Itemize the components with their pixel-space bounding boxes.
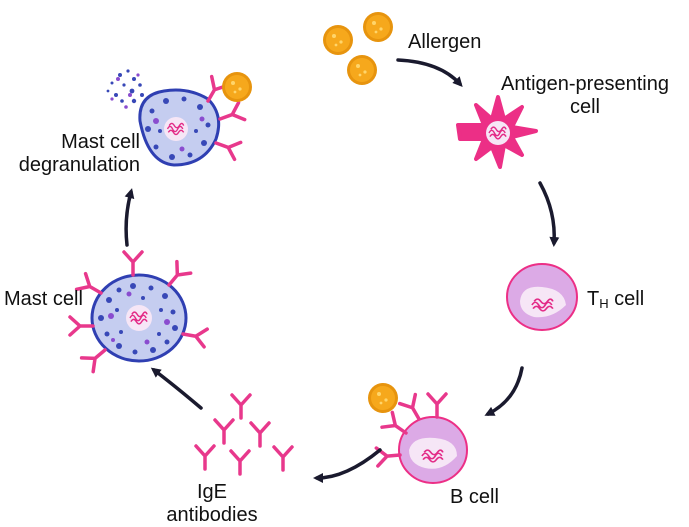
allergen-group: [323, 12, 393, 85]
apc-label: Antigen-presenting cell: [490, 73, 680, 119]
ige-antibody-icon: [213, 418, 235, 445]
ige-antibody-icon: [272, 445, 294, 472]
degranulation-label: Mast cell degranulation: [2, 131, 140, 177]
allergen-label: Allergen: [408, 31, 482, 53]
ige-antibody-icon: [230, 393, 252, 420]
cycle-arrow-icon: [484, 366, 524, 416]
antigen-presenting-cell-icon: [456, 95, 538, 169]
cycle-arrow-icon: [538, 181, 560, 247]
degran-label-line1: Mast cell: [61, 131, 140, 153]
th-cell-label: TH cell: [587, 288, 644, 315]
th-cell-icon: [506, 263, 578, 331]
allergen-pollen-icon: [347, 55, 377, 85]
b-cell-label: B cell: [450, 486, 499, 508]
degran-label-line2: degranulation: [18, 154, 140, 176]
cycle-arrow-icon: [124, 188, 135, 247]
apc-label-line2: cell: [569, 96, 600, 118]
allergen-pollen-icon: [323, 25, 353, 55]
cycle-arrow-icon: [396, 58, 463, 87]
ige-antibodies-label: IgE antibodies: [152, 481, 272, 527]
cycle-arrows: [124, 58, 560, 483]
ige-label-line1: IgE: [196, 481, 228, 503]
ige-antibodies-group: [194, 393, 294, 476]
allergen-pollen-icon: [222, 72, 252, 102]
cycle-arrow-icon: [150, 367, 203, 410]
ige-antibody-icon: [229, 449, 251, 476]
cycle-arrow-icon: [313, 448, 382, 483]
degranulating-mast-cell-icon: [106, 69, 247, 167]
ige-antibody-icon: [249, 421, 271, 448]
allergen-pollen-icon: [363, 12, 393, 42]
b-cell-icon: [374, 392, 468, 484]
apc-label-line1: Antigen-presenting: [501, 73, 669, 95]
allergen-pollen-icon: [368, 383, 398, 413]
ige-antibody-icon: [194, 444, 216, 471]
th-cell-label-suffix: cell: [608, 288, 645, 310]
ige-label-line2: antibodies: [166, 504, 258, 526]
mast-cell-icon: [68, 250, 209, 374]
th-cell-label-main: T: [587, 288, 600, 310]
mast-cell-label: Mast cell: [4, 288, 83, 310]
th-cell-label-sub: H: [599, 296, 609, 311]
